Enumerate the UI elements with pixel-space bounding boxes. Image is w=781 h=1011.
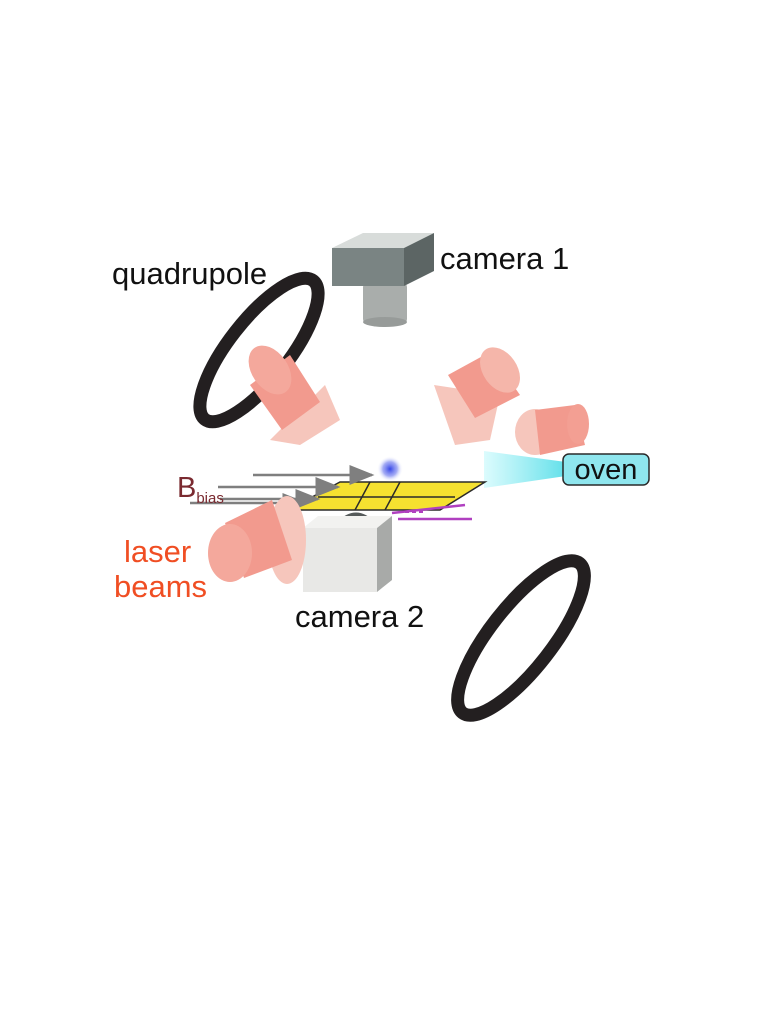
laser-upper-left-icon [248, 345, 340, 445]
oven-box: oven [562, 453, 650, 486]
oven-atom-beam [484, 451, 566, 488]
camera-1-label: camera 1 [440, 241, 569, 276]
atom-cloud-icon [377, 456, 403, 482]
laser-beams-label-line1: laser [124, 534, 191, 569]
camera-1-icon [332, 233, 434, 327]
laser-beams-label-line2: beams [114, 569, 207, 604]
laser-right-icon [515, 404, 589, 455]
laser-lower-left-icon [208, 496, 306, 584]
camera-2-label: camera 2 [295, 599, 424, 634]
oven-label: oven [575, 454, 638, 486]
quadrupole-label: quadrupole [112, 256, 267, 291]
quadrupole-coil-lower-icon [451, 554, 591, 722]
b-bias-label: Bbias [177, 472, 224, 507]
camera-2-icon [303, 512, 392, 592]
laser-upper-right-icon [434, 347, 520, 445]
